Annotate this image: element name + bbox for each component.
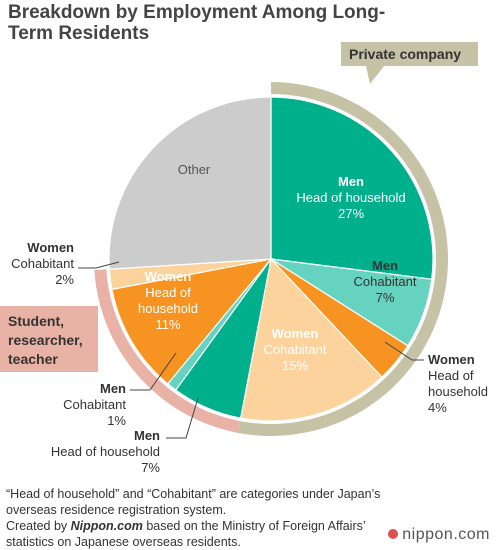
private-company-label: Private company [349,46,461,62]
chart-title: Breakdown by Employment Among Long-Term … [8,2,386,44]
slice-men_hoh_private [270,96,434,280]
credit-suffix: based on the Ministry of Foreign Affairs… [142,519,366,533]
footnote-line-2: overseas residence registration system. [6,503,227,517]
credit-brand: Nippon.com [70,519,143,533]
logo-text: nippon.com [402,526,490,543]
slice-label-other: Other [178,162,211,177]
student-ring [94,269,241,433]
nippon-logo: nippon.com [388,526,490,544]
leader-line-men_coh_student [130,352,177,391]
slice-women_coh_private [239,257,383,422]
footnote-line-1: “Head of household” and “Cohabitant” are… [6,487,381,501]
footnote: “Head of household” and “Cohabitant” are… [6,486,486,550]
slice-other [108,96,272,270]
student-callout: Student,researcher,teacher [0,306,98,372]
leader-line-men_hoh_student [166,397,199,439]
leader-line-women_hoh_private [384,341,424,361]
credit-prefix: Created by [6,519,71,533]
footnote-line-4: statistics on Japanese overseas resident… [6,535,241,549]
footnote-line-3: Created by Nippon.com based on the Minis… [6,518,486,534]
private-company-callout: Private company [341,42,478,84]
student-label: Student,researcher,teacher [8,313,83,367]
slice-women_hoh_student [111,258,273,385]
leader-line-women_coh_student [78,261,120,269]
logo-dot-icon [388,528,399,539]
